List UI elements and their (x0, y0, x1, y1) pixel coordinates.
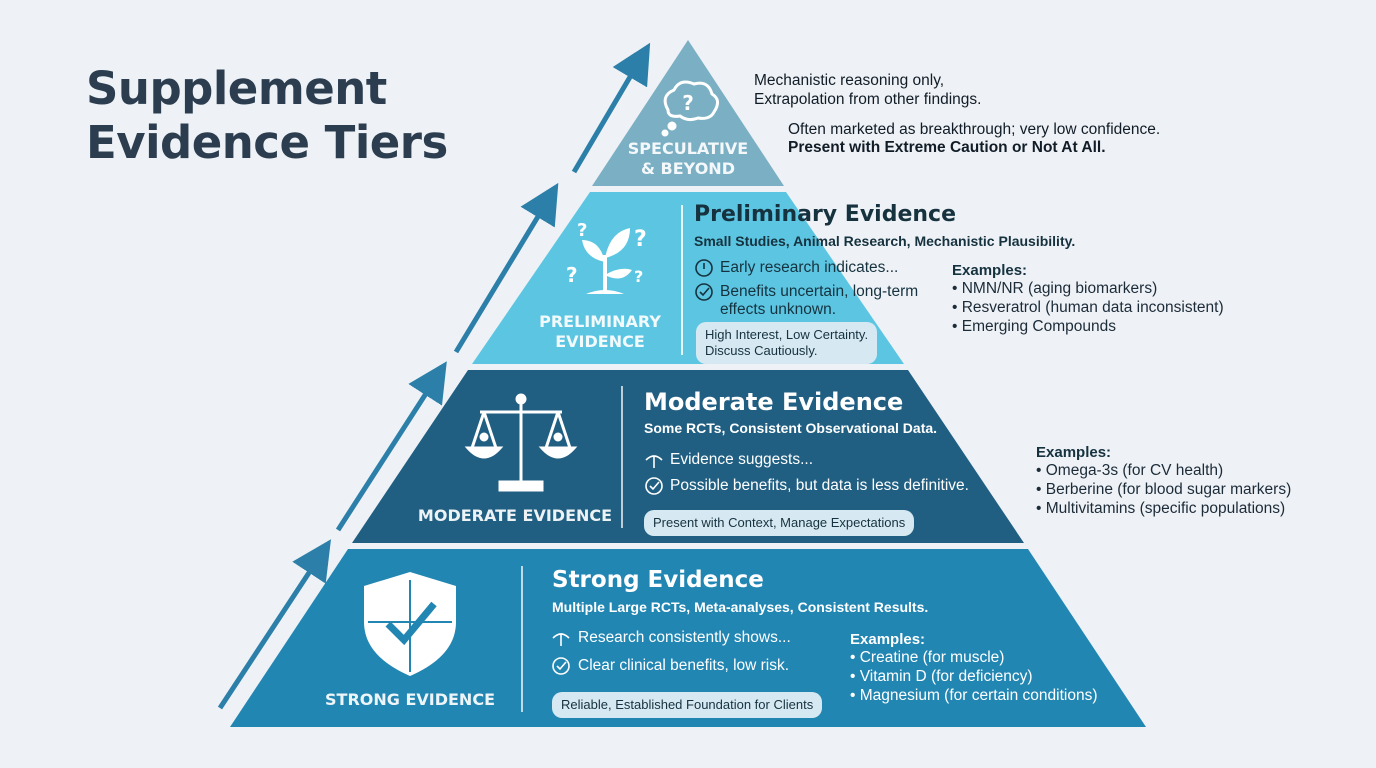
strong-point-2: Clear clinical benefits, low risk. (578, 657, 790, 674)
ascending-arrows (217, 42, 651, 710)
svg-text:?: ? (566, 263, 578, 287)
svg-text:?: ? (577, 220, 587, 241)
tier-strong-shape (230, 549, 1146, 727)
preliminary-pill: High Interest, Low Certainty. Discuss Ca… (696, 322, 878, 364)
strong-point-icons (552, 633, 570, 675)
preliminary-examples: Examples: • NMN/NR (aging biomarkers) • … (952, 262, 1224, 336)
preliminary-point-1: Early research indicates... (720, 259, 899, 276)
preliminary-pill-line-1: High Interest, Low Certainty. (705, 327, 869, 342)
preliminary-label-line-2: EVIDENCE (555, 332, 645, 351)
moderate-point-1: Evidence suggests... (670, 451, 814, 468)
moderate-point-icons (645, 455, 663, 495)
preliminary-example-item: • Resveratrol (human data inconsistent) (952, 299, 1224, 316)
preliminary-point-icons (695, 259, 713, 301)
strong-heading: Strong Evidence (552, 567, 764, 593)
tier-preliminary-label: PRELIMINARY EVIDENCE (530, 312, 670, 352)
preliminary-pill-line-2: Discuss Cautiously. (705, 343, 818, 358)
sprout-question-icon: ? ? ? ? (566, 220, 647, 294)
strong-examples-title: Examples: (850, 631, 926, 648)
tier-speculative-label: SPECULATIVE & BEYOND (610, 139, 766, 179)
speculative-note-2: Extrapolation from other findings. (754, 91, 982, 108)
preliminary-subheading: Small Studies, Animal Research, Mechanis… (694, 233, 1076, 249)
preliminary-heading: Preliminary Evidence (694, 202, 957, 227)
moderate-subheading: Some RCTs, Consistent Observational Data… (644, 420, 938, 436)
preliminary-label-line-1: PRELIMINARY (539, 312, 661, 331)
moderate-pill: Present with Context, Manage Expectation… (644, 510, 915, 536)
balance-scale-icon (464, 393, 578, 492)
strong-example-item: • Vitamin D (for deficiency) (850, 668, 1033, 685)
tier-moderate-label: MODERATE EVIDENCE (417, 506, 613, 525)
svg-text:?: ? (634, 267, 643, 286)
moderate-heading: Moderate Evidence (644, 388, 904, 416)
moderate-examples: Examples: • Omega-3s (for CV health) • B… (1036, 444, 1291, 518)
speculative-question-mark: ? (682, 91, 694, 115)
preliminary-example-item: • Emerging Compounds (952, 318, 1116, 335)
preliminary-examples-title: Examples: (952, 262, 1028, 279)
preliminary-example-item: • NMN/NR (aging biomarkers) (952, 280, 1158, 297)
moderate-example-item: • Omega-3s (for CV health) (1036, 462, 1224, 479)
strong-examples: Examples: • Creatine (for muscle) • Vita… (850, 631, 1098, 705)
tier-strong-label: STRONG EVIDENCE (325, 690, 495, 709)
shield-puzzle-check-icon (364, 572, 456, 676)
preliminary-point-2b: effects unknown. (720, 301, 837, 318)
page-title: Supplement Evidence Tiers (86, 62, 546, 170)
strong-subheading: Multiple Large RCTs, Meta-analyses, Cons… (552, 599, 929, 615)
moderate-examples-title: Examples: (1036, 444, 1112, 461)
strong-pill: Reliable, Established Foundation for Cli… (552, 692, 823, 718)
tier-preliminary-shape (472, 192, 904, 364)
speculative-label-line-1: SPECULATIVE (627, 139, 749, 158)
title-line-1: Supplement (86, 62, 387, 115)
moderate-example-item: • Berberine (for blood sugar markers) (1036, 481, 1292, 498)
strong-example-item: • Creatine (for muscle) (850, 649, 1005, 666)
speculative-note-4: Present with Extreme Caution or Not At A… (788, 139, 1106, 156)
preliminary-point-2a: Benefits uncertain, long-term (720, 283, 919, 300)
svg-text:?: ? (634, 227, 647, 252)
speculative-note-1: Mechanistic reasoning only, (754, 72, 945, 89)
speculative-label-line-2: & BEYOND (641, 159, 735, 178)
strong-example-item: • Magnesium (for certain conditions) (850, 687, 1098, 704)
title-line-2: Evidence Tiers (86, 116, 448, 169)
moderate-point-2: Possible benefits, but data is less defi… (670, 477, 969, 494)
speculative-note-3: Often marketed as breakthrough; very low… (788, 121, 1161, 138)
moderate-example-item: • Multivitamins (specific populations) (1036, 500, 1286, 517)
strong-point-1: Research consistently shows... (578, 629, 791, 646)
thought-bubble-question-icon (661, 80, 719, 137)
